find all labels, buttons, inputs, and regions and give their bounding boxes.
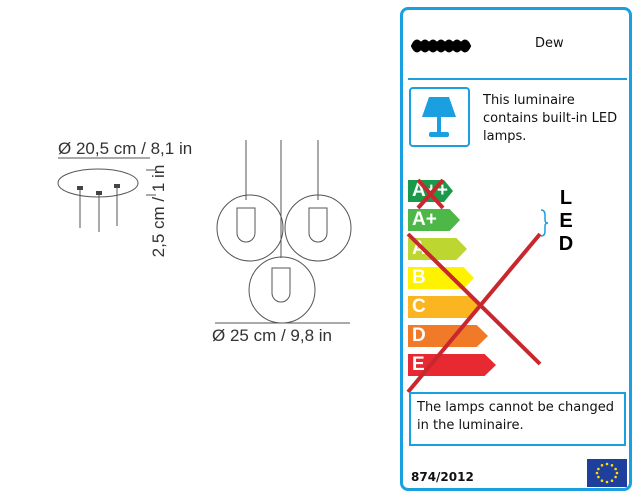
led-letter-l: L [559,187,573,209]
replace-statement: The lamps cannot be changed in the lumin… [409,392,626,446]
led-letter-d: D [558,233,574,255]
led-letters: L E D [556,187,576,256]
brand-logo-icon [411,39,472,53]
lamp-icon [409,87,470,147]
class-a-plus: A+ [408,209,460,231]
divider [408,78,627,80]
canopy-diameter-text: Ø 20,5 cm / 8,1 in [58,139,193,158]
lamp-statement: This luminaire contains built-in LED lam… [483,93,618,144]
pendant-drawing [57,140,352,324]
led-letter-e: E [559,210,573,232]
eu-flag-icon [587,459,627,487]
bracket-icon [540,209,549,237]
class-c: C [408,296,481,318]
class-d: D [408,325,488,347]
class-e: E [408,354,496,376]
cross-out-icon [406,178,542,394]
globe-diameter-text: Ø 25 cm / 9,8 in [212,326,332,345]
regulation-number: 874/2012 [411,470,474,484]
model-name: Dew [535,36,564,51]
energy-label: Dew This luminaire contains built-in LED… [400,7,632,491]
